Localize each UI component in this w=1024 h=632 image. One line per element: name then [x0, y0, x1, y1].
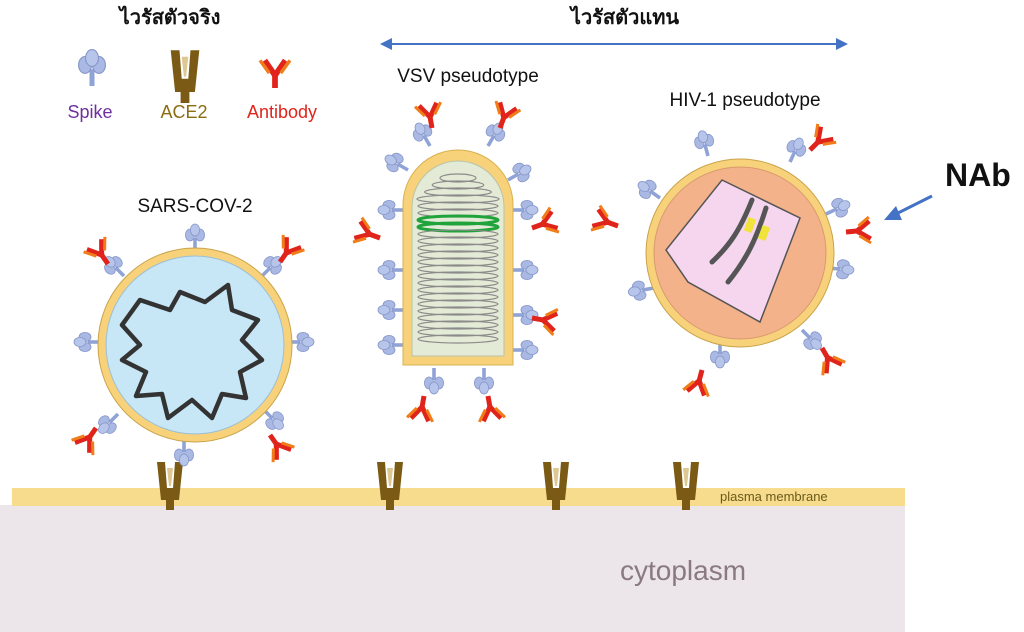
hiv-capsid	[665, 179, 801, 324]
rna-genome	[119, 282, 265, 421]
hiv-rna-strand	[709, 197, 755, 265]
vsv-coil-ring	[417, 285, 499, 295]
vsv-coil-ring	[417, 250, 499, 260]
vsv-coil-ring	[417, 292, 499, 302]
vsv-coil-ring	[417, 271, 499, 281]
nab-pointer	[884, 194, 933, 220]
vsv-coil-ring	[417, 229, 499, 239]
ace2-legend-icon	[170, 50, 200, 103]
membrane-label: plasma membrane	[720, 489, 828, 504]
spike-legend-label: Spike	[67, 102, 112, 122]
cytoplasm-label: cytoplasm	[620, 555, 746, 586]
vsv-coil-ring	[417, 320, 499, 330]
vsv-coil-ring	[417, 201, 499, 211]
double-arrow	[380, 38, 848, 50]
vsv-coil-ring	[417, 306, 499, 316]
antibody-legend-label: Antibody	[247, 102, 317, 122]
vsv-coil-ring	[417, 299, 499, 309]
vsv-coil-ring	[431, 180, 485, 190]
hiv-1-pseudotype-virion	[591, 124, 871, 397]
spike-legend-icon	[77, 49, 106, 87]
vsv-coil-ring	[417, 327, 499, 337]
vsv-coil-ring	[416, 194, 500, 204]
vsv-coil-ring	[417, 257, 499, 267]
hiv-rna-strand	[725, 205, 769, 285]
vsv-coil-ring	[424, 187, 493, 197]
vsv-coil-ring	[417, 243, 499, 253]
vsv-ribonucleoprotein-coil	[416, 173, 500, 344]
vsv-coil-highlight-ring	[416, 221, 500, 233]
vsv-label: VSV pseudotype	[397, 66, 539, 87]
pseudo-virus-title: ไวรัสตัวแทน	[569, 5, 680, 29]
vsv-coil-ring	[417, 313, 499, 323]
vsv-coil-ring	[417, 264, 499, 274]
vsv-pseudotype-virion	[353, 101, 559, 422]
vsv-coil-ring	[417, 236, 499, 246]
vsv-coil-ring	[439, 173, 477, 183]
antibody-legend-icon	[260, 60, 290, 88]
cytoplasm-region	[0, 505, 905, 632]
ace2-legend-label: ACE2	[160, 102, 207, 122]
sars-label: SARS-COV-2	[137, 196, 252, 217]
real-virus-title: ไวรัสตัวจริง	[118, 5, 221, 29]
sars-cov-2-virion	[72, 223, 315, 467]
legend: Spike ACE2 Antibody	[67, 49, 317, 122]
nab-label: NAb	[945, 157, 1011, 193]
hiv-label: HIV-1 pseudotype	[669, 90, 820, 111]
vsv-coil-ring	[417, 334, 499, 344]
vsv-coil-ring	[417, 278, 499, 288]
